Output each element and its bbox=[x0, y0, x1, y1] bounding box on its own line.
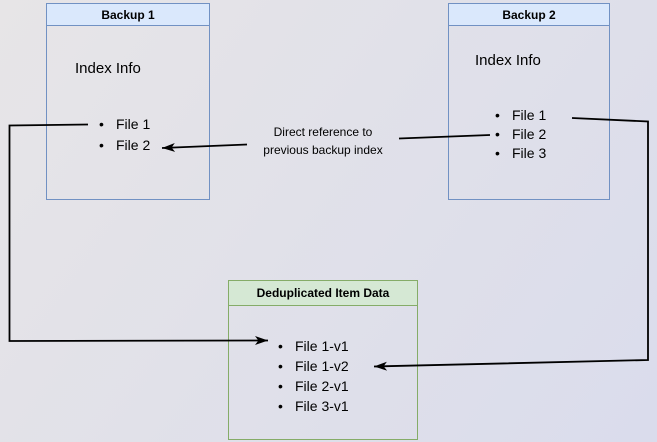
backup2-file-list: File 1 File 2 File 3 bbox=[494, 106, 546, 163]
dedup-title: Deduplicated Item Data bbox=[229, 281, 417, 306]
backup1-title: Backup 1 bbox=[47, 4, 209, 26]
list-item: File 1 bbox=[494, 106, 546, 125]
backup2-index-info-label: Index Info bbox=[475, 52, 541, 69]
list-item: File 3 bbox=[494, 144, 546, 163]
edge-label-direct-reference: Direct reference to previous backup inde… bbox=[263, 125, 383, 157]
list-item: File 1-v2 bbox=[277, 356, 349, 376]
list-item: File 2 bbox=[98, 135, 150, 156]
backup1-box: Backup 1 Index Info File 1 File 2 bbox=[46, 3, 210, 200]
dedup-file-list: File 1-v1 File 1-v2 File 2-v1 File 3-v1 bbox=[277, 336, 349, 416]
list-item: File 1 bbox=[98, 114, 150, 135]
dedup-box: Deduplicated Item Data File 1-v1 File 1-… bbox=[228, 280, 418, 440]
list-item: File 3-v1 bbox=[277, 396, 349, 416]
list-item: File 2-v1 bbox=[277, 376, 349, 396]
list-item: File 1-v1 bbox=[277, 336, 349, 356]
list-item: File 2 bbox=[494, 125, 546, 144]
backup2-title: Backup 2 bbox=[449, 4, 609, 26]
backup1-file-list: File 1 File 2 bbox=[98, 114, 150, 156]
backup2-box: Backup 2 Index Info File 1 File 2 File 3 bbox=[448, 3, 610, 200]
backup1-index-info-label: Index Info bbox=[75, 60, 141, 77]
